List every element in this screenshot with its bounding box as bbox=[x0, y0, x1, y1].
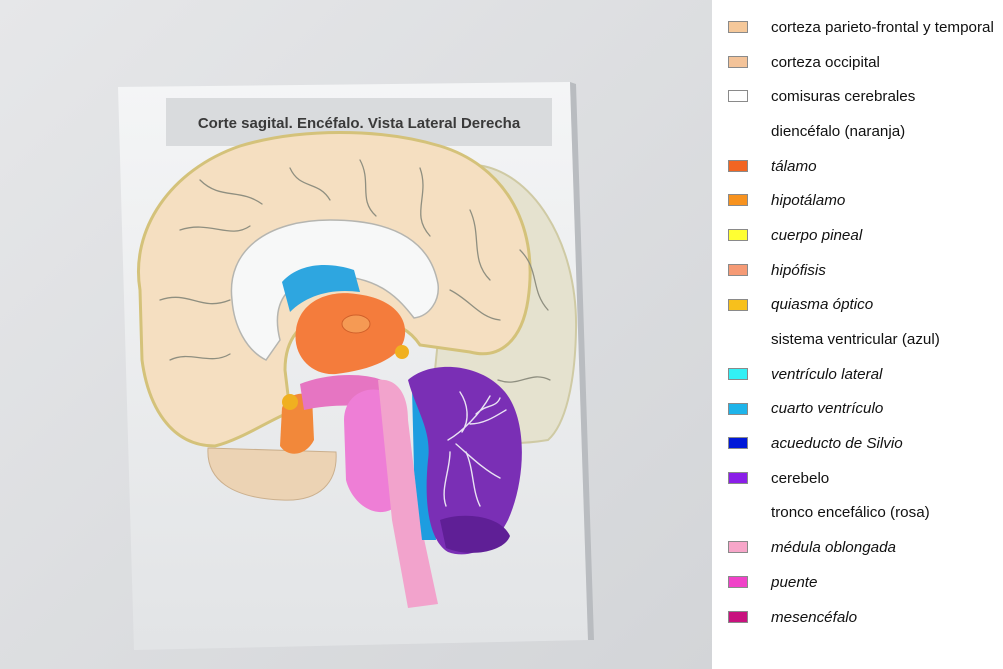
legend-swatch bbox=[728, 472, 748, 484]
legend-swatch bbox=[728, 576, 748, 588]
legend-item: hipófisis bbox=[722, 253, 1003, 288]
legend-item: comisuras cerebrales bbox=[722, 79, 1003, 114]
board-title: Corte sagital. Encéfalo. Vista Lateral D… bbox=[198, 115, 521, 132]
legend-item: acueducto de Silvio bbox=[722, 426, 1003, 461]
legend-item: médula oblongada bbox=[722, 530, 1003, 565]
legend-item: tálamo bbox=[722, 149, 1003, 184]
legend-label: médula oblongada bbox=[771, 539, 896, 556]
legend: corteza parieto-frontal y temporal cortez… bbox=[722, 10, 1003, 634]
legend-item: puente bbox=[722, 565, 1003, 600]
brain-model-photo: Corte sagital. Encéfalo. Vista Lateral D… bbox=[0, 0, 712, 669]
legend-swatch bbox=[728, 264, 748, 276]
legend-swatch bbox=[728, 56, 748, 68]
legend-label: corteza occipital bbox=[771, 54, 880, 71]
legend-item: sistema ventricular (azul) bbox=[722, 322, 1003, 357]
legend-label: cerebelo bbox=[771, 470, 829, 487]
legend-swatch bbox=[728, 611, 748, 623]
legend-item: cuerpo pineal bbox=[722, 218, 1003, 253]
legend-item: corteza occipital bbox=[722, 45, 1003, 80]
legend-swatch bbox=[728, 368, 748, 380]
legend-item: cuarto ventrículo bbox=[722, 392, 1003, 427]
legend-swatch bbox=[728, 437, 748, 449]
legend-swatch bbox=[728, 403, 748, 415]
legend-swatch bbox=[728, 21, 748, 33]
legend-item: corteza parieto-frontal y temporal bbox=[722, 10, 1003, 45]
legend-label: mesencéfalo bbox=[771, 609, 857, 626]
optic-chiasm bbox=[282, 394, 298, 410]
legend-label: hipófisis bbox=[771, 262, 826, 279]
legend-label: cuerpo pineal bbox=[771, 227, 862, 244]
legend-label: corteza parieto-frontal y temporal bbox=[771, 19, 994, 36]
legend-item: hipotálamo bbox=[722, 183, 1003, 218]
legend-label: acueducto de Silvio bbox=[771, 435, 903, 452]
legend-item: cerebelo bbox=[722, 461, 1003, 496]
legend-swatch bbox=[728, 229, 748, 241]
legend-label: cuarto ventrículo bbox=[771, 400, 883, 417]
legend-label: puente bbox=[771, 574, 817, 591]
legend-item: tronco encefálico (rosa) bbox=[722, 496, 1003, 531]
legend-item: ventrículo lateral bbox=[722, 357, 1003, 392]
legend-label: hipotálamo bbox=[771, 192, 845, 209]
legend-swatch bbox=[728, 541, 748, 553]
pineal-body bbox=[342, 315, 370, 333]
legend-label: diencéfalo (naranja) bbox=[771, 123, 905, 140]
legend-item: quiasma óptico bbox=[722, 288, 1003, 323]
legend-swatch bbox=[728, 299, 748, 311]
legend-swatch bbox=[728, 194, 748, 206]
legend-label: quiasma óptico bbox=[771, 296, 873, 313]
legend-item: mesencéfalo bbox=[722, 600, 1003, 635]
legend-item: diencéfalo (naranja) bbox=[722, 114, 1003, 149]
legend-swatch bbox=[728, 90, 748, 102]
legend-label: tronco encefálico (rosa) bbox=[771, 504, 930, 521]
legend-label: ventrículo lateral bbox=[771, 366, 882, 383]
legend-label: comisuras cerebrales bbox=[771, 88, 915, 105]
pituitary-marker bbox=[395, 345, 409, 359]
legend-label: tálamo bbox=[771, 158, 817, 175]
legend-label: sistema ventricular (azul) bbox=[771, 331, 940, 348]
legend-swatch bbox=[728, 160, 748, 172]
